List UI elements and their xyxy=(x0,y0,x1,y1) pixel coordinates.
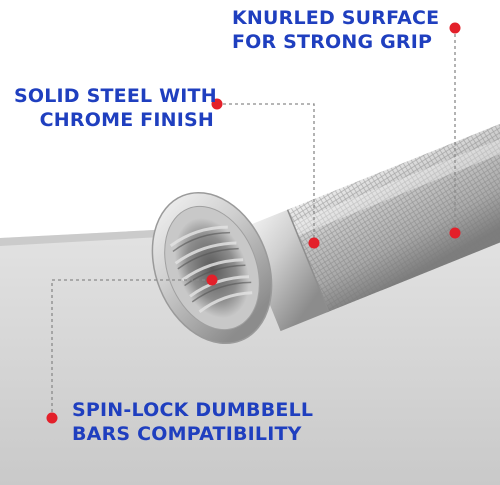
callout-knurled-surface: KNURLED SURFACE FOR STRONG GRIP xyxy=(232,6,440,54)
callout-spinlock-line2: BARS COMPATIBILITY xyxy=(72,423,302,445)
callout-steel-line1: SOLID STEEL WITH xyxy=(14,85,217,107)
leader-spinlock xyxy=(51,279,212,418)
callout-solid-steel: SOLID STEEL WITH CHROME FINISH xyxy=(14,84,217,132)
marker-knurled-bottom xyxy=(449,227,461,239)
bar-body xyxy=(239,113,500,332)
leader-steel xyxy=(217,103,315,242)
callout-knurled-line2: FOR STRONG GRIP xyxy=(232,31,433,53)
marker-knurled-top xyxy=(449,22,461,34)
marker-steel-left xyxy=(211,98,223,110)
callout-knurled-line1: KNURLED SURFACE xyxy=(232,7,440,29)
callout-spinlock-line1: SPIN-LOCK DUMBBELL xyxy=(72,399,314,421)
marker-steel-bottom xyxy=(308,237,320,249)
marker-spinlock-bottom xyxy=(46,412,58,424)
bar-end-face xyxy=(151,191,273,345)
callout-spin-lock: SPIN-LOCK DUMBBELL BARS COMPATIBILITY xyxy=(72,398,314,446)
marker-spinlock-top xyxy=(206,274,218,286)
callout-steel-line2: CHROME FINISH xyxy=(39,109,214,131)
